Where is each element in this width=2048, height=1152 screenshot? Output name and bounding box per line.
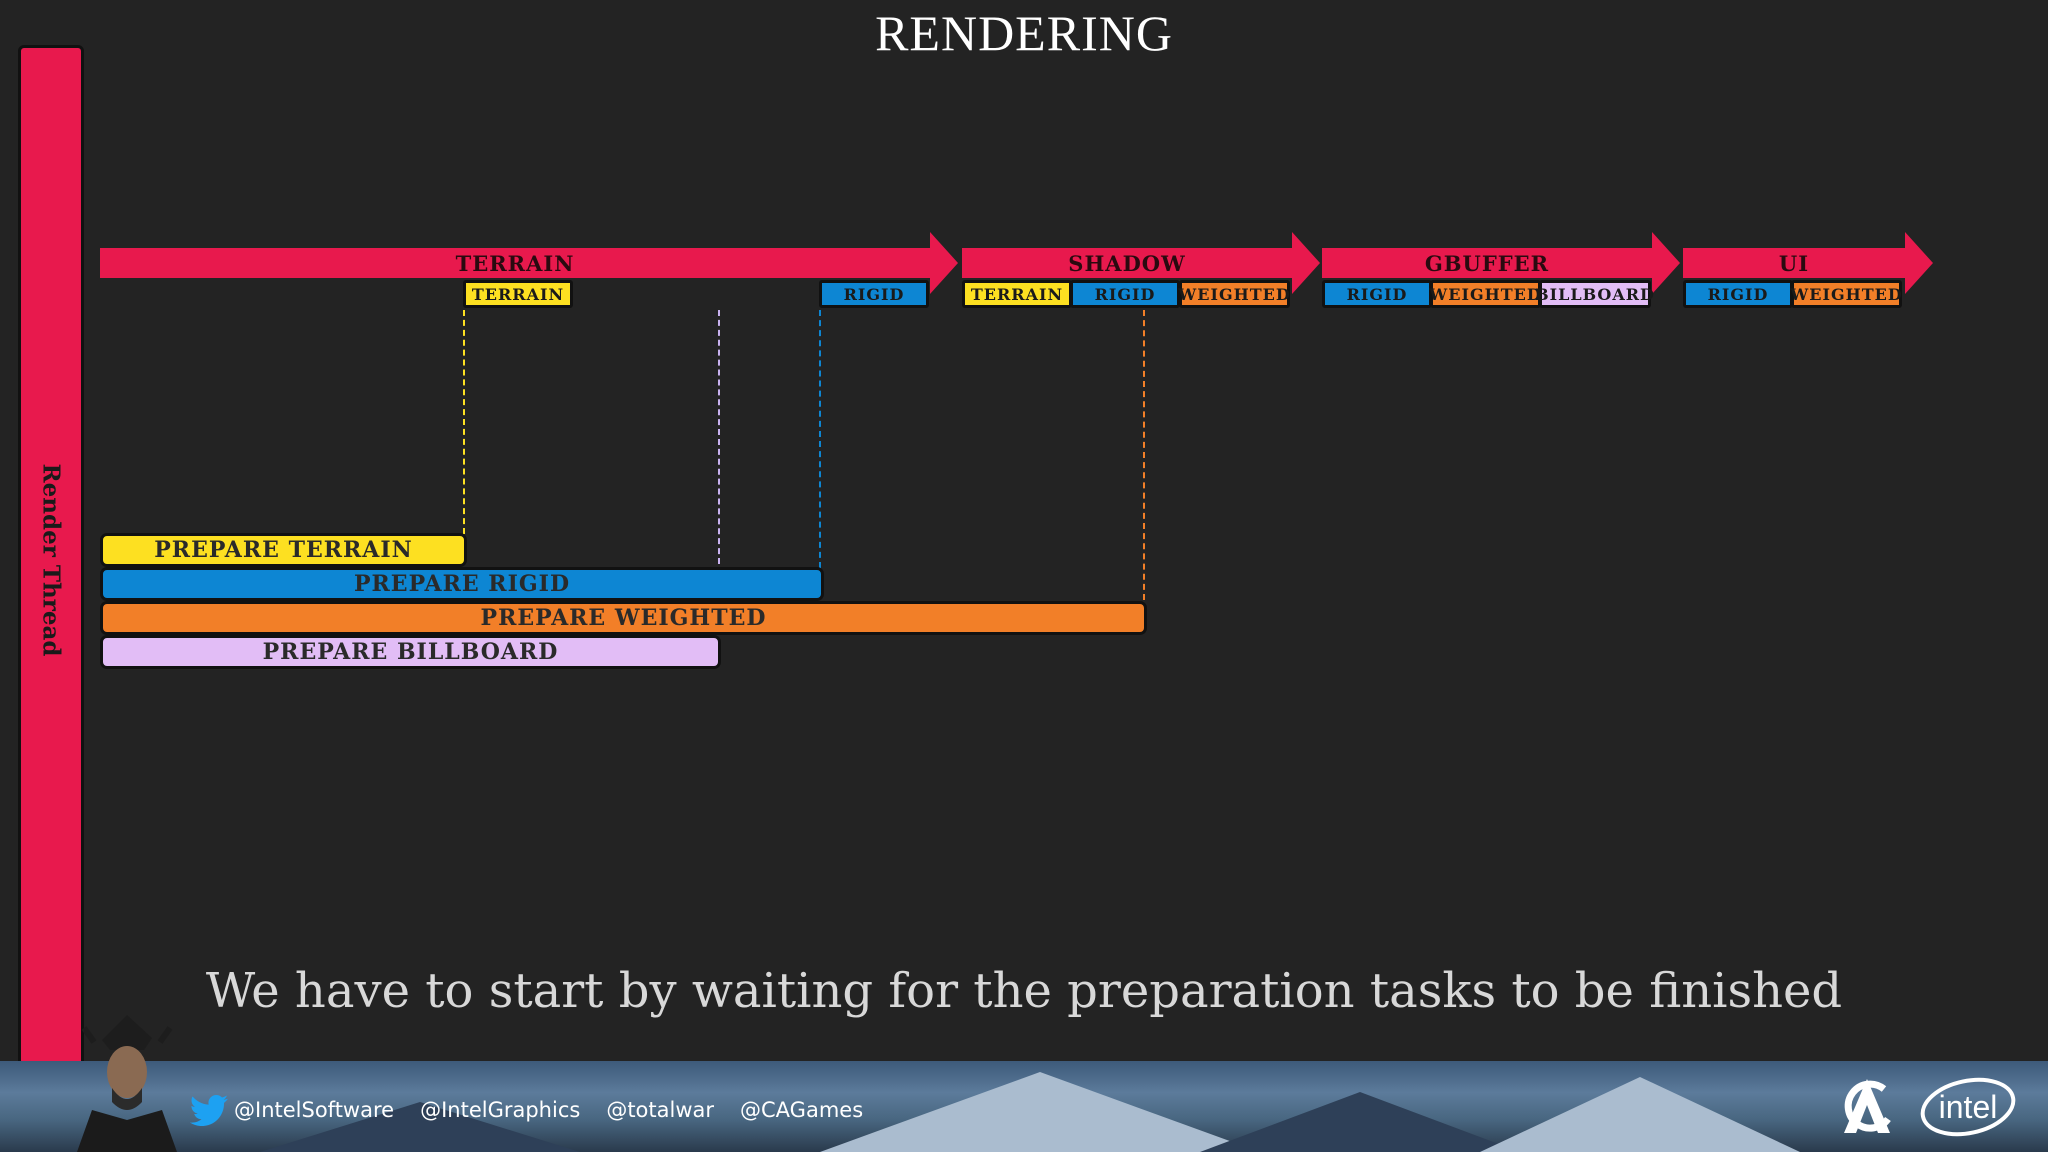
- footer-banner: [0, 1061, 2048, 1152]
- arrow-head-icon: [1905, 232, 1933, 294]
- svg-text:intel: intel: [1939, 1089, 1998, 1125]
- mountain-shape: [1480, 1077, 1800, 1152]
- handle-intel-graphics[interactable]: @IntelGraphics: [420, 1098, 581, 1122]
- task-gbuffer-weighted: WEIGHTED: [1429, 280, 1541, 308]
- dependency-line-rigid: [819, 310, 821, 568]
- phase-ui-label: UI: [1778, 250, 1810, 276]
- handle-totalwar[interactable]: @totalwar: [606, 1098, 715, 1122]
- task-gbuffer-billboard: BILLBOARD: [1535, 280, 1654, 308]
- mountain-shape: [1200, 1092, 1520, 1152]
- task-gbuffer-rigid: RIGID: [1322, 280, 1432, 308]
- arrow-head-icon: [930, 232, 958, 294]
- task-ui-rigid: RIGID: [1683, 280, 1793, 308]
- phase-gbuffer-label: GBUFFER: [1424, 250, 1550, 276]
- slide-title: RENDERING: [875, 5, 1173, 61]
- phase-terrain-label: TERRAIN: [455, 250, 575, 276]
- prepare-weighted-bar: PREPARE WEIGHTED: [100, 601, 1147, 635]
- dependency-line-terrain: [463, 310, 465, 534]
- task-terrain: TERRAIN: [463, 280, 573, 308]
- twitter-icon: [190, 1094, 228, 1126]
- mountain-shape: [260, 1102, 580, 1152]
- mountain-shape: [820, 1072, 1260, 1152]
- caption-subtitle: We have to start by waiting for the prep…: [205, 963, 1843, 1019]
- phase-ui-arrow: UI: [1683, 232, 1933, 294]
- phase-gbuffer-arrow: GBUFFER: [1322, 232, 1680, 294]
- warrior-character-image: [77, 1015, 177, 1152]
- phase-shadow-label: SHADOW: [1068, 250, 1186, 276]
- task-shadow-weighted: WEIGHTED: [1178, 280, 1290, 308]
- phase-terrain-arrow: TERRAIN: [100, 232, 958, 294]
- prepare-terrain-bar: PREPARE TERRAIN: [100, 533, 467, 567]
- dependency-line-billboard: [718, 310, 720, 564]
- dependency-line-weighted: [1143, 310, 1145, 600]
- prepare-billboard-bar: PREPARE BILLBOARD: [100, 635, 721, 669]
- render-thread-bar: [18, 45, 84, 1085]
- social-handles: @IntelSoftware @IntelGraphics @totalwar …: [190, 1090, 863, 1130]
- arrow-head-icon: [1652, 232, 1680, 294]
- handle-cagames[interactable]: @CAGames: [740, 1098, 864, 1122]
- task-shadow-rigid: RIGID: [1070, 280, 1180, 308]
- prepare-rigid-bar: PREPARE RIGID: [100, 567, 824, 601]
- intel-logo: intel: [1920, 1077, 2016, 1137]
- handle-intel-software[interactable]: @IntelSoftware: [234, 1098, 395, 1122]
- creative-assembly-logo: [1844, 1079, 1891, 1133]
- phase-shadow-arrow: SHADOW: [962, 232, 1320, 294]
- task-ui-weighted: WEIGHTED: [1790, 280, 1902, 308]
- task-shadow-terrain: TERRAIN: [962, 280, 1072, 308]
- arrow-head-icon: [1292, 232, 1320, 294]
- task-rigid: RIGID: [819, 280, 929, 308]
